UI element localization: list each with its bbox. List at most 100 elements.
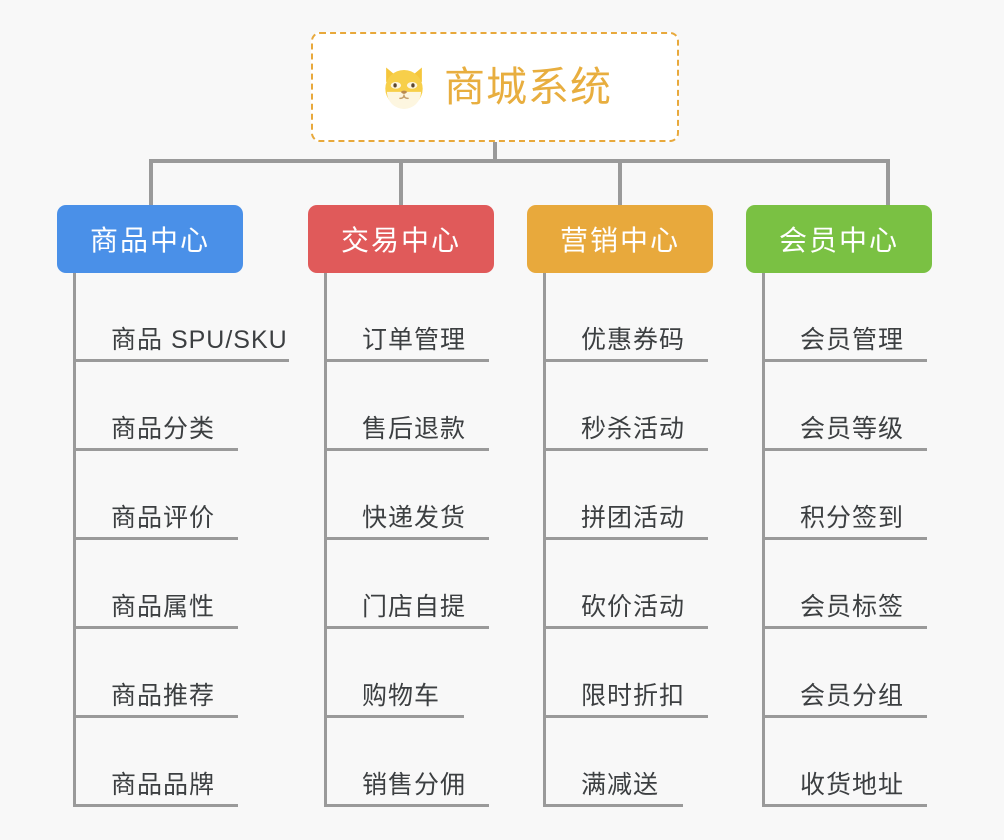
leaf-list-3: 优惠券码 秒杀活动 拼团活动 砍价活动 限时折扣 满减送 xyxy=(543,273,747,807)
leaf-label: 会员标签 xyxy=(800,593,905,621)
leaf-label: 会员分组 xyxy=(800,682,905,710)
leaf-underline xyxy=(762,537,927,540)
category-column-营销中心: 营销中心 优惠券码 秒杀活动 拼团活动 砍价活动 限时折扣 xyxy=(527,205,747,807)
leaf-underline xyxy=(324,359,489,362)
dog-face-icon xyxy=(378,61,430,113)
leaf-underline xyxy=(324,448,489,451)
leaf-label: 门店自提 xyxy=(362,593,467,621)
leaf-label: 砍价活动 xyxy=(581,593,686,621)
category-label: 营销中心 xyxy=(559,225,680,256)
list-item[interactable]: 会员标签 xyxy=(762,540,966,629)
leaf-label: 会员等级 xyxy=(800,415,905,443)
category-header-3[interactable]: 营销中心 xyxy=(527,205,713,273)
leaf-label: 拼团活动 xyxy=(581,504,686,532)
root-node[interactable]: 商城系统 xyxy=(311,32,679,142)
leaf-underline xyxy=(73,804,238,807)
list-item[interactable]: 门店自提 xyxy=(324,540,528,629)
category-column-会员中心: 会员中心 会员管理 会员等级 积分签到 会员标签 会员分组 xyxy=(746,205,966,807)
list-item[interactable]: 收货地址 xyxy=(762,718,966,807)
leaf-label: 销售分佣 xyxy=(362,771,467,799)
list-item[interactable]: 商品评价 xyxy=(73,451,277,540)
category-label: 商品中心 xyxy=(89,225,210,256)
leaf-underline xyxy=(762,448,927,451)
leaf-underline xyxy=(762,804,927,807)
leaf-label: 满减送 xyxy=(581,771,660,799)
leaf-underline xyxy=(543,448,708,451)
leaf-label: 商品品牌 xyxy=(111,771,216,799)
connector-drop-1 xyxy=(149,159,153,207)
list-item[interactable]: 快递发货 xyxy=(324,451,528,540)
leaf-underline xyxy=(73,359,289,362)
category-column-交易中心: 交易中心 订单管理 售后退款 快递发货 门店自提 购物车 xyxy=(308,205,528,807)
list-item[interactable]: 限时折扣 xyxy=(543,629,747,718)
leaf-trunk-2 xyxy=(324,273,327,807)
leaf-label: 会员管理 xyxy=(800,326,905,354)
leaf-list-2: 订单管理 售后退款 快递发货 门店自提 购物车 销售分佣 xyxy=(324,273,528,807)
list-item[interactable]: 商品 SPU/SKU xyxy=(73,273,289,362)
leaf-underline xyxy=(762,626,927,629)
category-header-2[interactable]: 交易中心 xyxy=(308,205,494,273)
leaf-underline xyxy=(543,804,683,807)
category-column-商品中心: 商品中心 商品 SPU/SKU 商品分类 商品评价 商品属性 商品推荐 xyxy=(57,205,289,807)
leaf-label: 限时折扣 xyxy=(581,682,686,710)
leaf-label: 积分签到 xyxy=(800,504,905,532)
list-item[interactable]: 拼团活动 xyxy=(543,451,747,540)
leaf-underline xyxy=(762,715,927,718)
leaf-label: 订单管理 xyxy=(362,326,467,354)
leaf-underline xyxy=(762,359,927,362)
root-connector-stem xyxy=(493,142,497,161)
list-item[interactable]: 销售分佣 xyxy=(324,718,528,807)
list-item[interactable]: 商品属性 xyxy=(73,540,277,629)
leaf-label: 商品 SPU/SKU xyxy=(111,326,288,354)
leaf-label: 秒杀活动 xyxy=(581,415,686,443)
list-item[interactable]: 积分签到 xyxy=(762,451,966,540)
leaf-underline xyxy=(73,537,238,540)
connector-drop-2 xyxy=(399,159,403,207)
leaf-underline xyxy=(324,626,489,629)
list-item[interactable]: 会员管理 xyxy=(762,273,966,362)
leaf-label: 商品推荐 xyxy=(111,682,216,710)
leaf-label: 商品属性 xyxy=(111,593,216,621)
leaf-label: 售后退款 xyxy=(362,415,467,443)
leaf-label: 商品评价 xyxy=(111,504,216,532)
leaf-underline xyxy=(543,715,708,718)
leaf-underline xyxy=(324,804,489,807)
list-item[interactable]: 商品分类 xyxy=(73,362,277,451)
leaf-label: 商品分类 xyxy=(111,415,216,443)
list-item[interactable]: 满减送 xyxy=(543,718,747,807)
list-item[interactable]: 订单管理 xyxy=(324,273,528,362)
leaf-list-1: 商品 SPU/SKU 商品分类 商品评价 商品属性 商品推荐 商品品牌 xyxy=(73,273,289,807)
leaf-underline xyxy=(324,537,489,540)
list-item[interactable]: 售后退款 xyxy=(324,362,528,451)
leaf-underline xyxy=(543,537,708,540)
leaf-underline xyxy=(543,359,708,362)
leaf-label: 收货地址 xyxy=(800,771,905,799)
list-item[interactable]: 会员等级 xyxy=(762,362,966,451)
leaf-underline xyxy=(73,715,238,718)
list-item[interactable]: 优惠券码 xyxy=(543,273,747,362)
category-label: 交易中心 xyxy=(340,225,461,256)
leaf-label: 购物车 xyxy=(362,682,441,710)
leaf-underline xyxy=(324,715,464,718)
list-item[interactable]: 秒杀活动 xyxy=(543,362,747,451)
leaf-underline xyxy=(73,448,238,451)
connector-drop-3 xyxy=(618,159,622,207)
root-connector-bus xyxy=(149,159,890,163)
root-title: 商城系统 xyxy=(444,63,612,110)
category-label: 会员中心 xyxy=(778,225,899,256)
list-item[interactable]: 购物车 xyxy=(324,629,528,718)
leaf-label: 快递发货 xyxy=(362,504,467,532)
connector-drop-4 xyxy=(886,159,890,207)
leaf-underline xyxy=(543,626,708,629)
list-item[interactable]: 商品品牌 xyxy=(73,718,277,807)
leaf-list-4: 会员管理 会员等级 积分签到 会员标签 会员分组 收货地址 xyxy=(762,273,966,807)
category-header-1[interactable]: 商品中心 xyxy=(57,205,243,273)
leaf-trunk-4 xyxy=(762,273,765,807)
list-item[interactable]: 商品推荐 xyxy=(73,629,277,718)
category-header-4[interactable]: 会员中心 xyxy=(746,205,932,273)
leaf-underline xyxy=(73,626,238,629)
leaf-trunk-1 xyxy=(73,273,76,807)
list-item[interactable]: 会员分组 xyxy=(762,629,966,718)
list-item[interactable]: 砍价活动 xyxy=(543,540,747,629)
